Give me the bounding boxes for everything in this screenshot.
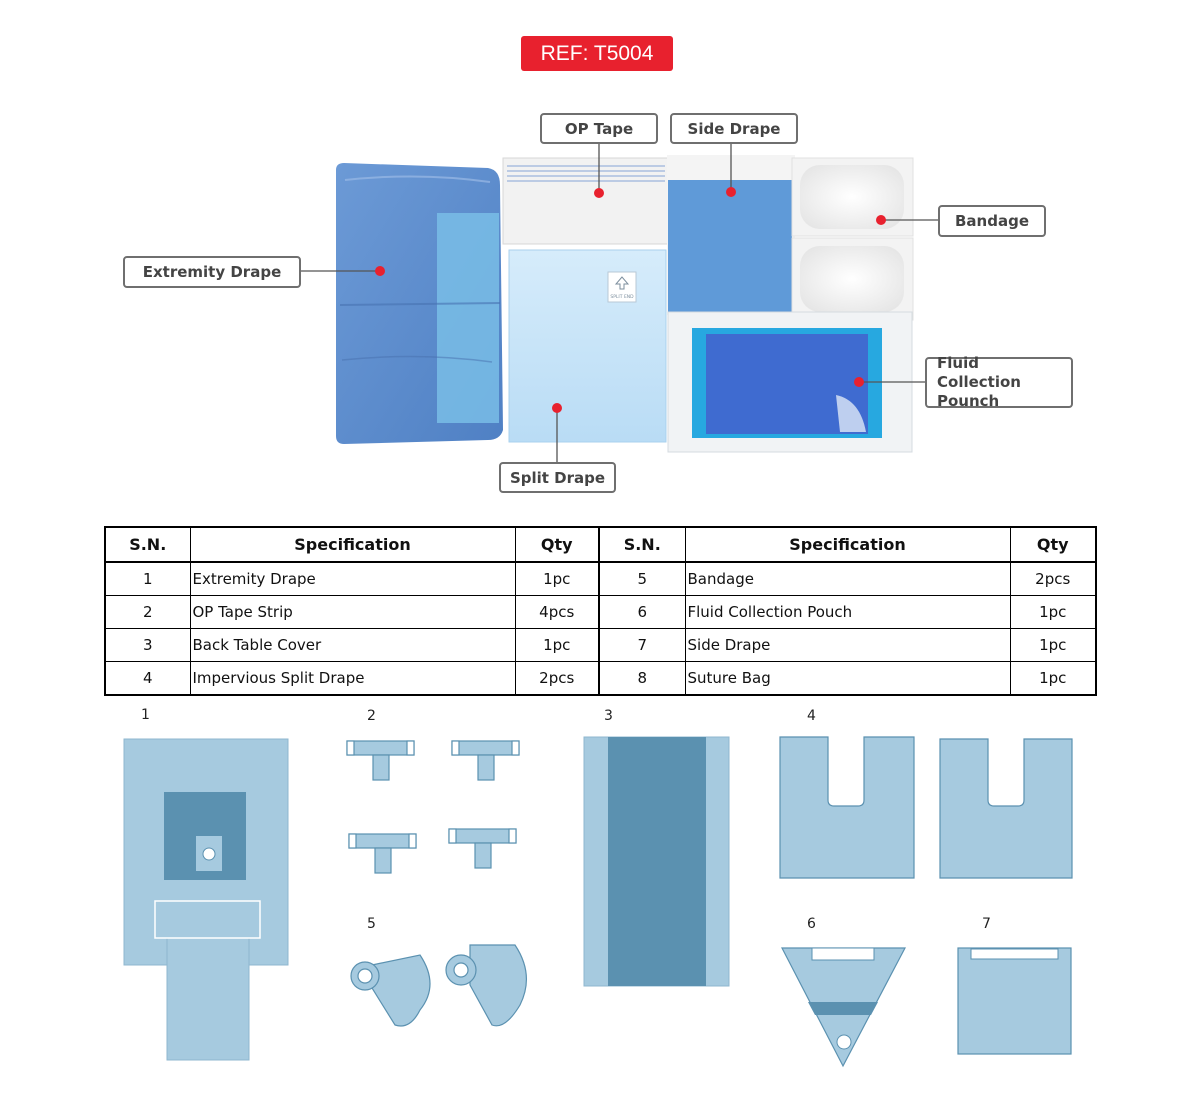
cell-sn: 5 <box>598 561 686 596</box>
cell-sn: 3 <box>104 628 191 662</box>
cell-spec: Side Drape <box>684 628 1011 662</box>
op-tape-photo <box>502 157 670 245</box>
cell-sn: 2 <box>104 595 191 629</box>
diagram-number-5: 5 <box>367 916 376 932</box>
diagram-number-3: 3 <box>604 708 613 724</box>
callout-extremity-drape: Extremity Drape <box>123 256 301 288</box>
cell-sn: 7 <box>598 628 686 662</box>
table-row: 4 Impervious Split Drape 2pcs 8 Suture B… <box>104 661 1097 696</box>
cell-sn: 6 <box>598 595 686 629</box>
diagram-back-table-cover <box>583 736 730 987</box>
callout-side-drape-text: Side Drape <box>687 119 781 138</box>
callout-split-drape-text: Split Drape <box>509 468 606 487</box>
table-row: 3 Back Table Cover 1pc 7 Side Drape 1pc <box>104 628 1097 662</box>
diagram-number-1: 1 <box>141 707 150 723</box>
split-drape-photo: SPLIT END <box>508 249 667 443</box>
callout-op-tape: OP Tape <box>540 113 658 144</box>
diagram-number-6: 6 <box>807 916 816 932</box>
cell-spec: Suture Bag <box>684 661 1011 696</box>
callout-markers <box>375 187 886 413</box>
cell-sn: 1 <box>104 561 191 596</box>
extremity-drape-photo <box>336 163 503 444</box>
table-row: 2 OP Tape Strip 4pcs 6 Fluid Collection … <box>104 595 1097 629</box>
cell-sn: 4 <box>104 661 191 696</box>
cell-qty: 1pc <box>1009 595 1097 629</box>
cell-qty: 1pc <box>514 628 600 662</box>
table-header-row: S.N. Specification Qty S.N. Specificatio… <box>104 526 1097 563</box>
cell-qty: 2pcs <box>514 661 600 696</box>
diagram-fluid-pouch <box>781 947 906 1068</box>
cell-spec: Fluid Collection Pouch <box>684 595 1011 629</box>
fluid-pouch-photo <box>667 311 913 453</box>
table-row: 1 Extremity Drape 1pc 5 Bandage 2pcs <box>104 561 1097 596</box>
callout-fluid-pouch: Fluid Collection Pounch <box>925 354 1073 410</box>
callout-side-drape: Side Drape <box>670 113 798 144</box>
diagram-op-tape <box>346 740 520 874</box>
cell-spec: Bandage <box>684 561 1011 596</box>
callout-extremity-drape-text: Extremity Drape <box>142 263 282 281</box>
callout-fluid-line1: Fluid Collection <box>937 354 1021 391</box>
diagram-split-drape <box>779 736 1073 879</box>
diagram-number-2: 2 <box>367 708 376 724</box>
cell-spec: OP Tape Strip <box>189 595 516 629</box>
side-drape-photo <box>667 155 795 315</box>
cell-qty: 1pc <box>1009 628 1097 662</box>
header-spec: Specification <box>684 526 1011 563</box>
header-sn: S.N. <box>104 526 191 563</box>
callout-bandage: Bandage <box>938 205 1046 237</box>
component-diagrams <box>123 736 1073 1068</box>
diagram-bandage <box>350 944 528 1027</box>
header-spec: Specification <box>189 526 516 563</box>
callout-fluid-line2: Pounch <box>937 392 1000 410</box>
cell-spec: Back Table Cover <box>189 628 516 662</box>
ref-badge: REF: T5004 <box>521 36 673 71</box>
cell-qty: 1pc <box>1009 661 1097 696</box>
cell-spec: Impervious Split Drape <box>189 661 516 696</box>
callout-split-drape: Split Drape <box>499 462 616 493</box>
header-sn: S.N. <box>598 526 686 563</box>
diagram-extremity-drape <box>123 738 289 1061</box>
cell-spec: Extremity Drape <box>189 561 516 596</box>
diagram-side-drape <box>957 947 1072 1055</box>
package-print: SPLIT END <box>610 294 634 300</box>
diagram-number-7: 7 <box>982 916 991 932</box>
cell-qty: 4pcs <box>514 595 600 629</box>
cell-sn: 8 <box>598 661 686 696</box>
spec-table: S.N. Specification Qty S.N. Specificatio… <box>104 526 1097 696</box>
product-photo: SPLIT END <box>300 143 940 463</box>
callout-lines <box>300 143 940 463</box>
cell-qty: 2pcs <box>1009 561 1097 596</box>
callout-op-tape-text: OP Tape <box>564 119 634 138</box>
bandage-photo <box>791 157 914 321</box>
header-qty: Qty <box>514 526 600 563</box>
cell-qty: 1pc <box>514 561 600 596</box>
header-qty: Qty <box>1009 526 1097 563</box>
diagram-number-4: 4 <box>807 708 816 724</box>
callout-bandage-text: Bandage <box>954 212 1029 230</box>
